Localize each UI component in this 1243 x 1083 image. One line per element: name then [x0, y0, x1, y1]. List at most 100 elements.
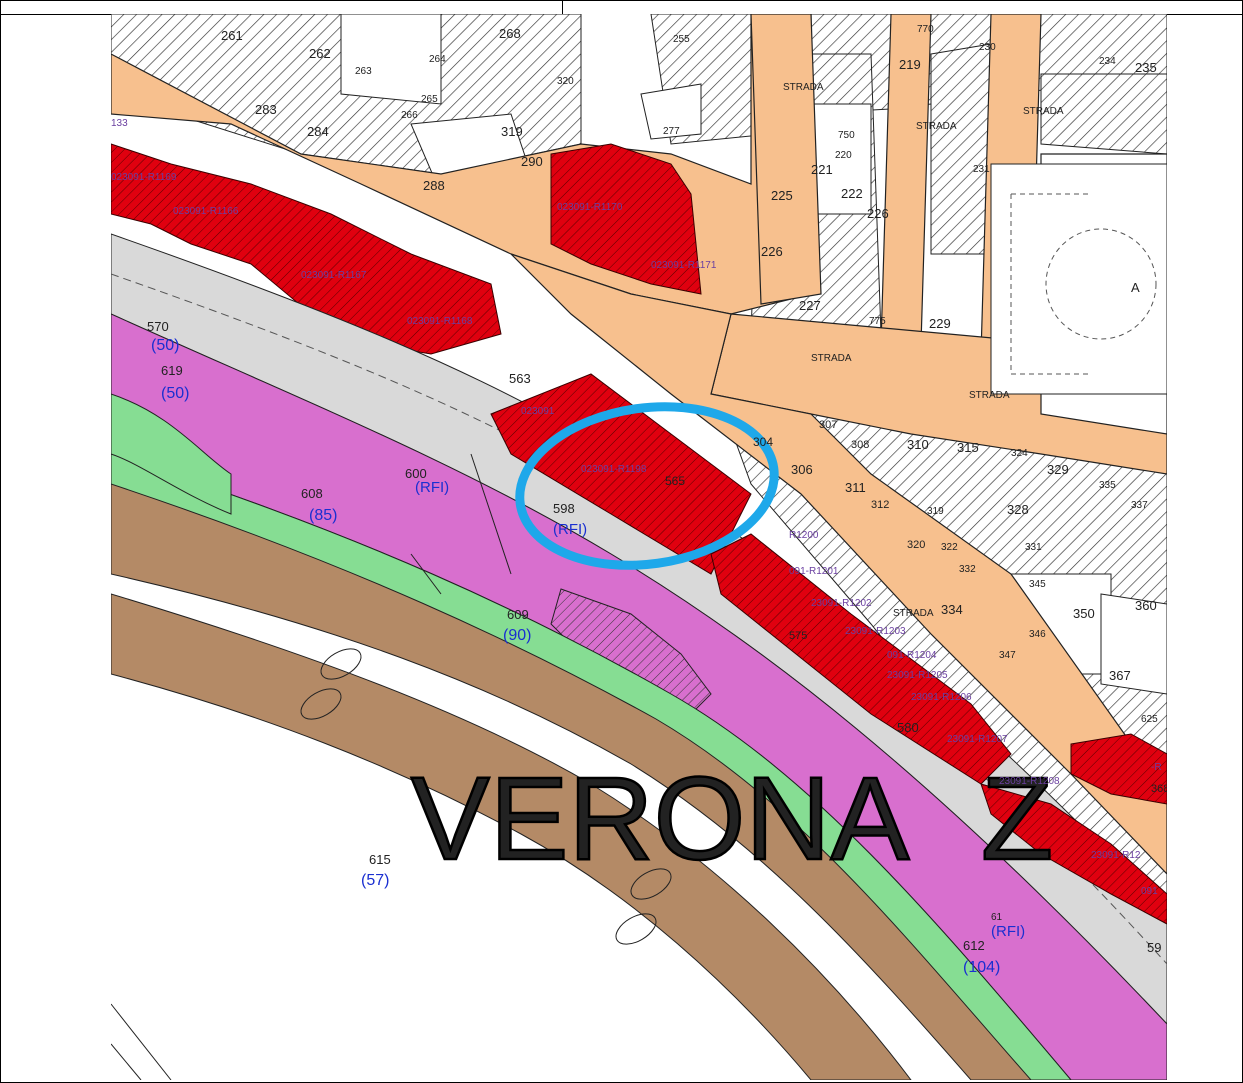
svg-text:(90): (90): [503, 627, 531, 644]
svg-text:61: 61: [991, 912, 1003, 923]
map-title: VERONA: [411, 753, 910, 885]
valuation-labels: (50) (50) (85) (RFI) (RFI) (90) (57) (10…: [151, 337, 1025, 976]
svg-text:284: 284: [307, 124, 329, 139]
svg-text:220: 220: [835, 150, 852, 161]
svg-text:308: 308: [851, 439, 869, 451]
svg-text:23091-R1208: 23091-R1208: [999, 776, 1060, 787]
svg-text:288: 288: [423, 178, 445, 193]
svg-text:266: 266: [401, 110, 418, 121]
svg-text:(85): (85): [309, 507, 337, 524]
svg-text:133: 133: [111, 118, 128, 129]
svg-text:335: 335: [1099, 480, 1116, 491]
svg-text:264: 264: [429, 54, 446, 65]
svg-text:59: 59: [1147, 940, 1161, 955]
svg-text:600: 600: [405, 466, 427, 481]
svg-text:277: 277: [663, 126, 680, 137]
svg-text:608: 608: [301, 486, 323, 501]
svg-text:227: 227: [799, 298, 821, 313]
svg-text:(50): (50): [151, 337, 179, 354]
svg-text:230: 230: [979, 42, 996, 53]
svg-text:570: 570: [147, 319, 169, 334]
highlight-circle: [515, 402, 779, 570]
svg-text:775: 775: [869, 316, 886, 327]
svg-text:23091-R1202: 23091-R1202: [811, 598, 872, 609]
street-label: STRADA: [969, 390, 1010, 401]
svg-text:563: 563: [509, 371, 531, 386]
svg-text:091-R1201: 091-R1201: [789, 566, 839, 577]
svg-text:346: 346: [1029, 629, 1046, 640]
svg-text:(57): (57): [361, 872, 389, 889]
svg-text:770: 770: [917, 24, 934, 35]
svg-text:565: 565: [665, 474, 685, 488]
svg-text:329: 329: [1047, 462, 1069, 477]
svg-text:091: 091: [1141, 886, 1158, 897]
svg-text:23091-R1207: 23091-R1207: [947, 734, 1008, 745]
map-canvas: VERONA Z STRADA STRADA STRADA STRADA STR…: [111, 14, 1167, 1080]
svg-text:226: 226: [761, 244, 783, 259]
street-label: STRADA: [1023, 106, 1064, 117]
svg-text:324: 324: [1011, 448, 1028, 459]
svg-text:221: 221: [811, 162, 833, 177]
svg-text:(50): (50): [161, 385, 189, 402]
column-divider: [562, 0, 563, 14]
svg-text:347: 347: [999, 650, 1016, 661]
street-label: STRADA: [893, 608, 934, 619]
register-codes: R1200 091-R1201 23091-R1202 23091-R1203 …: [111, 172, 1162, 897]
svg-text:262: 262: [309, 46, 331, 61]
svg-text:023091-R1167: 023091-R1167: [301, 270, 367, 281]
svg-text:023091-R1170: 023091-R1170: [557, 202, 623, 213]
svg-text:261: 261: [221, 28, 243, 43]
cadastral-lines: [111, 453, 672, 1080]
river-embankment: [111, 393, 1072, 1080]
svg-text:750: 750: [838, 130, 855, 141]
svg-text:580: 580: [897, 720, 919, 735]
svg-text:-R: -R: [1151, 762, 1162, 773]
svg-text:311: 311: [845, 480, 866, 495]
svg-text:320: 320: [907, 539, 925, 551]
parcel-numbers: 261 262 263 264 265 266 268 255 320 319 …: [111, 24, 1167, 955]
svg-text:(RFI): (RFI): [553, 521, 587, 538]
svg-text:615: 615: [369, 852, 391, 867]
svg-text:222: 222: [841, 186, 863, 201]
svg-text:R1200: R1200: [789, 530, 819, 541]
svg-text:350: 350: [1073, 606, 1095, 621]
highlighted-buildings-north: [111, 143, 702, 355]
svg-text:319: 319: [501, 124, 523, 139]
svg-text:091-R1204: 091-R1204: [887, 650, 937, 661]
building-blocks-north: [111, 14, 1167, 1080]
street-label: STRADA: [783, 82, 824, 93]
public-square: [990, 163, 1167, 395]
highlighted-buildings-south: [490, 373, 1167, 925]
svg-text:304: 304: [753, 435, 773, 449]
svg-text:368: 368: [1151, 783, 1167, 795]
svg-text:023091-R1171: 023091-R1171: [651, 260, 717, 271]
svg-text:23091-R1203: 23091-R1203: [845, 626, 906, 637]
svg-text:598: 598: [553, 501, 575, 516]
svg-text:334: 334: [941, 602, 963, 617]
svg-text:231: 231: [973, 164, 990, 175]
svg-text:306: 306: [791, 462, 813, 477]
svg-text:234: 234: [1099, 56, 1116, 67]
svg-text:023091-R1166: 023091-R1166: [173, 206, 239, 217]
svg-text:625: 625: [1141, 714, 1158, 725]
cadastral-map[interactable]: VERONA Z STRADA STRADA STRADA STRADA STR…: [111, 14, 1167, 1080]
svg-text:337: 337: [1131, 500, 1148, 511]
svg-text:290: 290: [521, 154, 543, 169]
svg-text:283: 283: [255, 102, 277, 117]
svg-text:229: 229: [929, 316, 951, 331]
street-label: STRADA: [916, 121, 957, 132]
svg-text:322: 322: [941, 542, 958, 553]
svg-text:023091-R1168: 023091-R1168: [407, 316, 473, 327]
svg-text:(RFI): (RFI): [991, 923, 1025, 940]
svg-text:023091-R1198: 023091-R1198: [581, 464, 647, 475]
svg-text:(104): (104): [963, 959, 1000, 976]
svg-text:360: 360: [1135, 598, 1157, 613]
svg-text:235: 235: [1135, 60, 1157, 75]
svg-text:345: 345: [1029, 579, 1046, 590]
svg-text:225: 225: [771, 188, 793, 203]
svg-text:612: 612: [963, 938, 985, 953]
svg-text:255: 255: [673, 34, 690, 45]
svg-text:367: 367: [1109, 668, 1131, 683]
svg-text:332: 332: [959, 564, 976, 575]
svg-text:312: 312: [871, 499, 889, 511]
